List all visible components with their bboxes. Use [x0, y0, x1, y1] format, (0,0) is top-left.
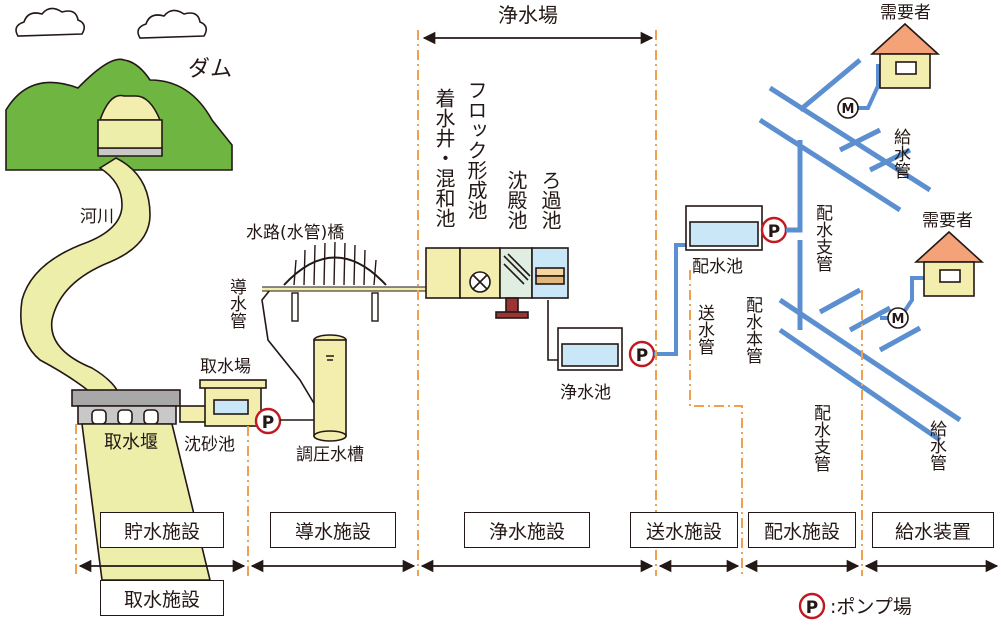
label-distribution-branch-upper: 配水支管: [812, 204, 833, 272]
legend-pump-icon: P: [798, 592, 826, 620]
label-clear-water-reservoir: 浄水池: [560, 383, 611, 403]
svg-text:P: P: [636, 346, 648, 366]
label-floc-basin: フロック形成池: [464, 80, 488, 220]
label-sedimentation-basin: 沈殿池: [504, 170, 528, 230]
svg-text:M: M: [842, 102, 855, 117]
label-consumer-lower: 需要者: [922, 211, 973, 231]
label-purification-plant: 浄水場: [498, 3, 558, 27]
svg-text:P: P: [768, 222, 780, 242]
cloud-icon: [137, 9, 208, 39]
aqueduct-bridge: [283, 241, 387, 322]
house-icon: [869, 22, 941, 89]
clear-water-reservoir: [557, 327, 623, 371]
mountain-illustration: [5, 58, 233, 171]
label-distribution-main: 配水本管: [742, 296, 763, 364]
stage-service: 給水装置: [872, 512, 994, 548]
label-intake-weir: 取水堰: [104, 432, 158, 453]
svg-text:P: P: [806, 598, 818, 618]
label-intake-station: 取水場: [200, 357, 251, 377]
distribution-network: [758, 58, 962, 443]
cloud-icon: [15, 7, 86, 37]
distribution-reservoir: [685, 205, 763, 251]
label-filter-basin: ろ過池: [538, 170, 562, 230]
conveyance-pipe: [261, 289, 320, 421]
pump-icon: P: [628, 340, 656, 368]
stage-conveyance: 導水施設: [270, 512, 396, 548]
label-consumer-upper: 需要者: [880, 3, 931, 23]
label-sand-basin: 沈砂池: [184, 435, 235, 455]
svg-text:P: P: [262, 413, 274, 433]
label-surge-tank: 調圧水槽: [296, 445, 364, 465]
surge-tank: [313, 334, 347, 442]
meter-icon: M: [837, 97, 859, 119]
transmission-pipe: [654, 243, 690, 356]
label-aqueduct-bridge: 水路(水管)橋: [246, 223, 344, 243]
pump-icon: P: [760, 216, 788, 244]
label-receiving-well: 着水井・混和池: [432, 88, 456, 228]
label-distribution-reservoir: 配水池: [692, 257, 743, 277]
stage-purification: 浄水施設: [464, 512, 590, 548]
label-conveyance-pipe: 導水管: [226, 278, 247, 329]
stage-transmission: 送水施設: [630, 512, 738, 548]
label-service-pipe-lower: 給水管: [926, 420, 947, 471]
stage-storage: 貯水施設: [100, 512, 224, 548]
label-dam: ダム: [188, 57, 232, 82]
meter-icon: M: [887, 307, 909, 329]
intake-station: [179, 379, 267, 427]
label-service-pipe-upper: 給水管: [890, 128, 911, 179]
stage-distribution: 配水施設: [748, 512, 856, 548]
pump-icon: P: [254, 407, 282, 435]
stage-boundaries: [75, 30, 863, 576]
purification-plant: [425, 247, 569, 319]
house-icon: [913, 230, 985, 297]
stage-intake: 取水施設: [100, 580, 224, 616]
legend-label: :ポンプ場: [830, 596, 912, 618]
label-transmission-pipe: 送水管: [694, 304, 715, 355]
label-river: 河川: [80, 207, 114, 227]
svg-text:M: M: [892, 312, 905, 327]
stage-arrows: [78, 31, 999, 573]
label-distribution-branch-lower: 配水支管: [810, 404, 831, 472]
river: [20, 157, 151, 393]
